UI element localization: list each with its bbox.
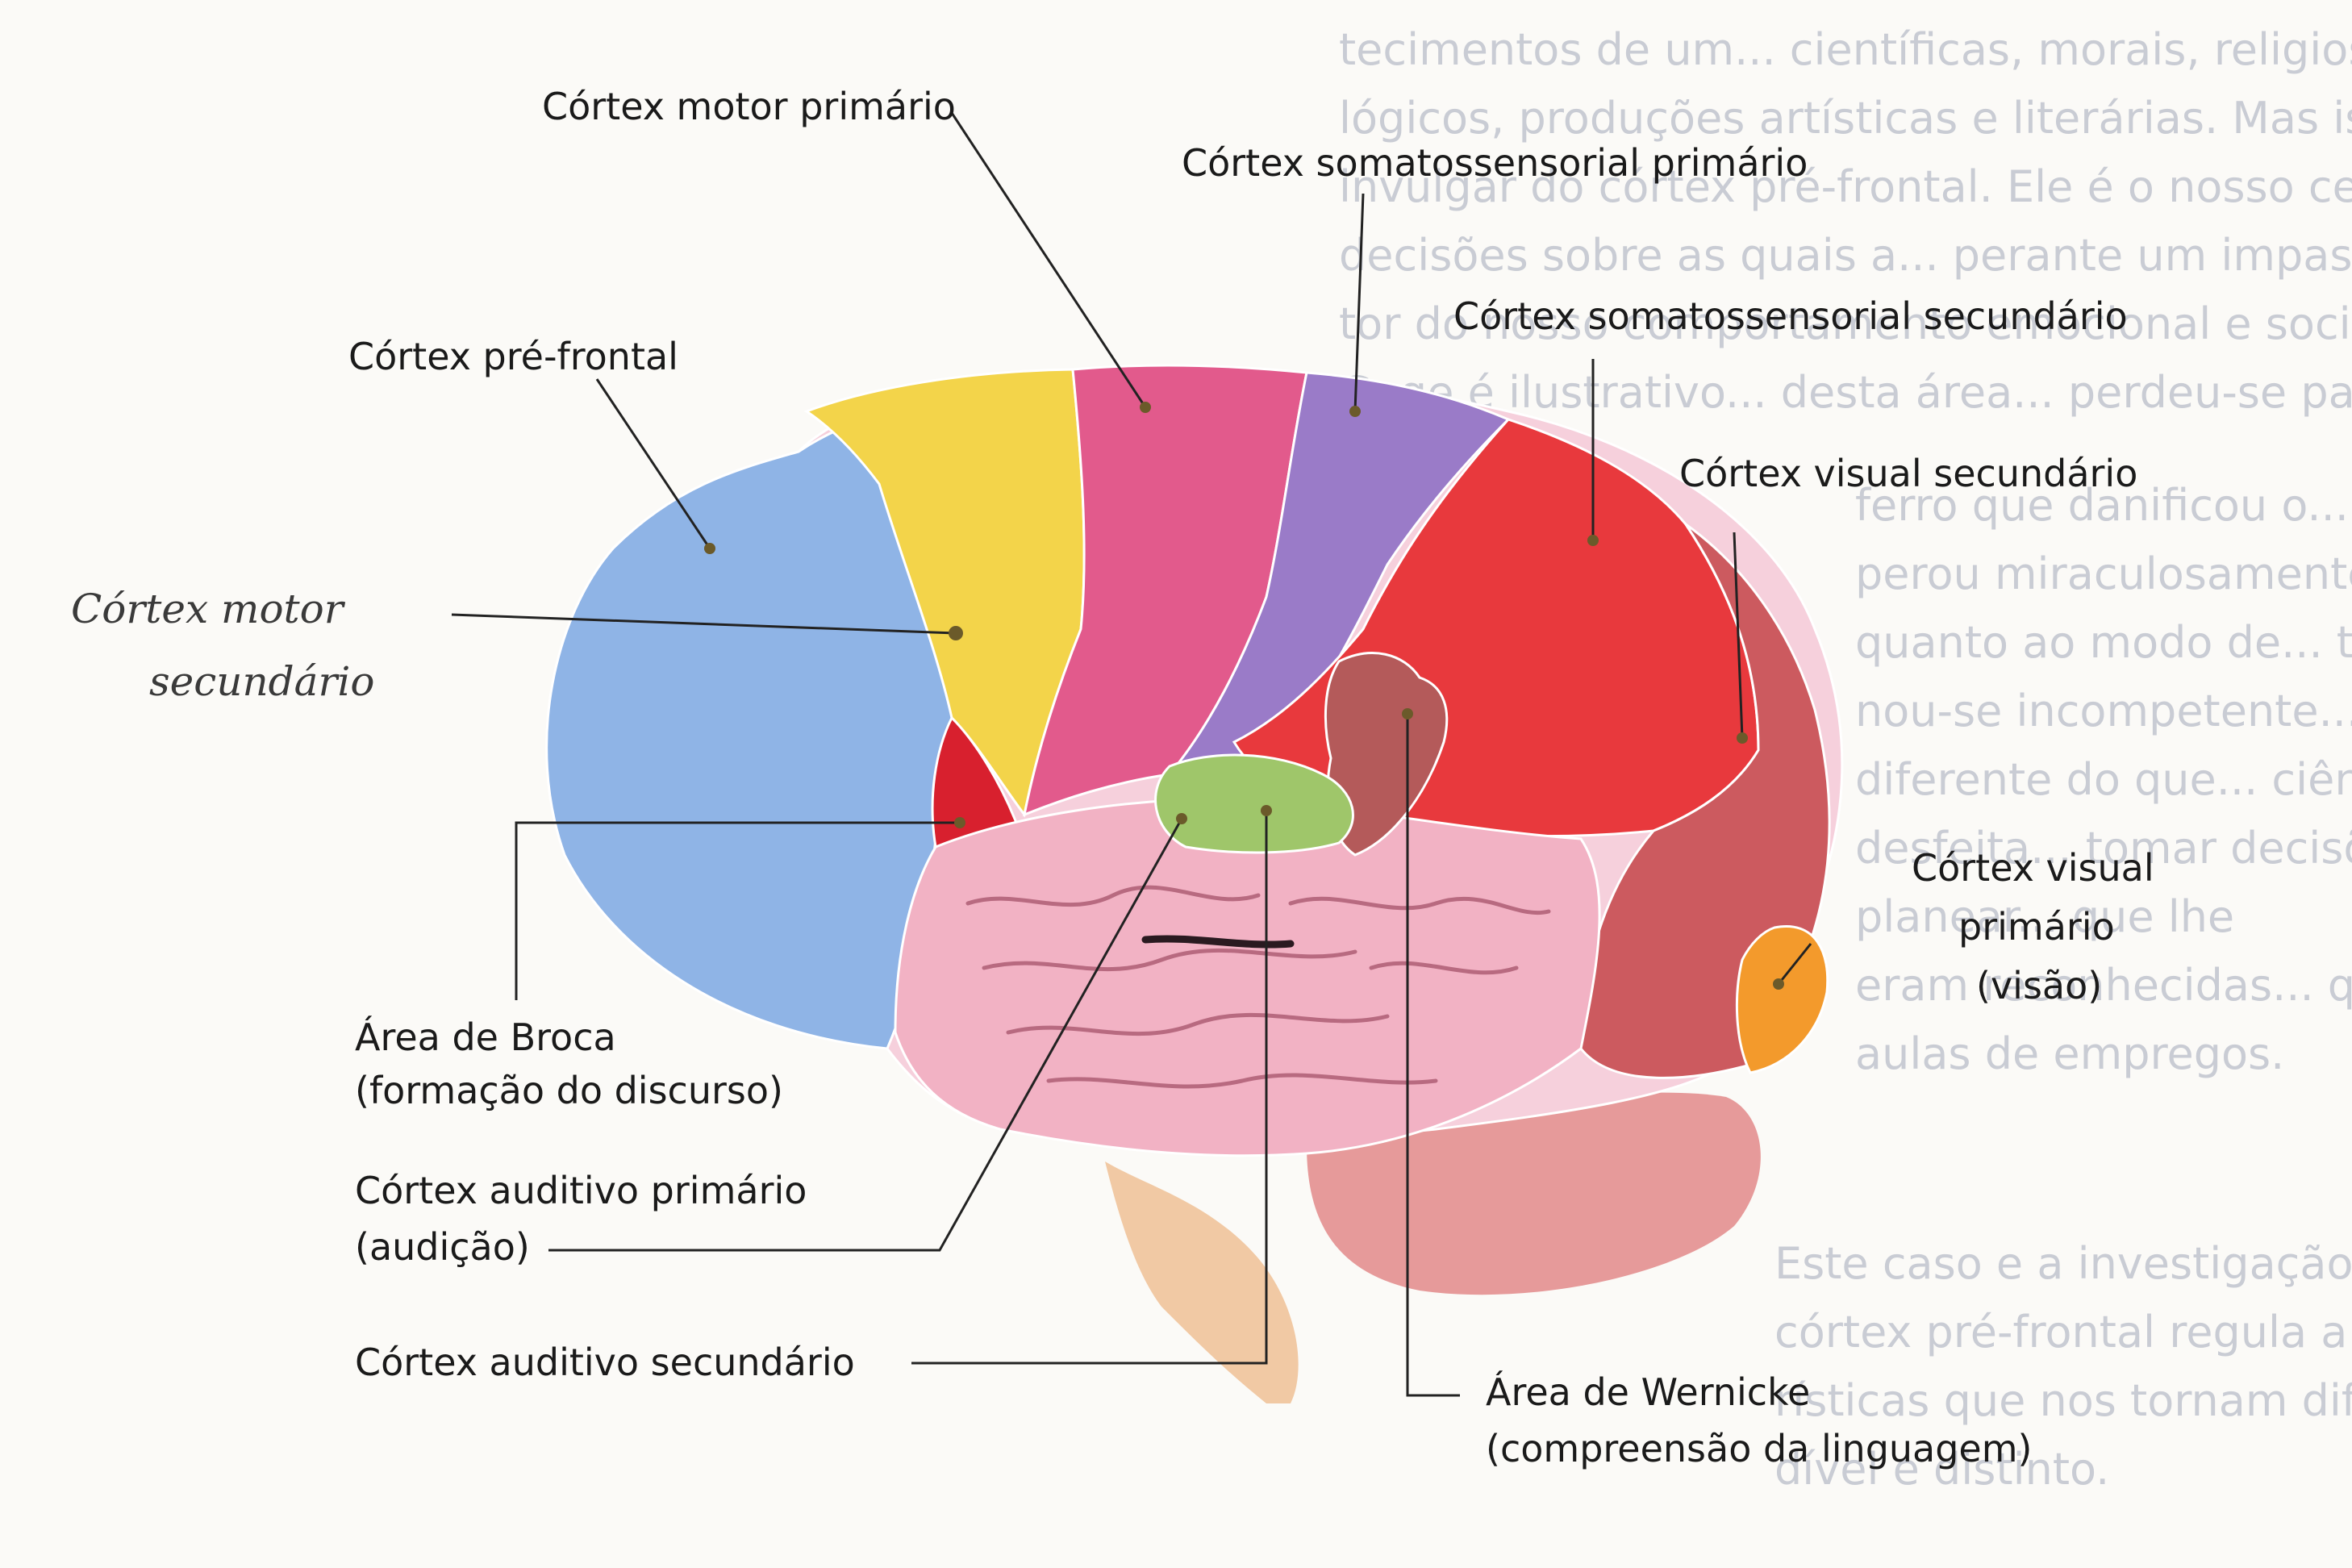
bg-line: planear... que lhe bbox=[1855, 891, 2234, 942]
label-broca: (formação do discurso) bbox=[355, 1069, 783, 1112]
label-visual-primary: primário bbox=[1958, 905, 2115, 949]
bg-line: desfeita... tomar decisões, bbox=[1855, 823, 2352, 874]
dot-motor-primary bbox=[1140, 402, 1151, 413]
leader-broca bbox=[515, 821, 960, 1000]
bg-line: dível e distinto. bbox=[1774, 1444, 2109, 1495]
bg-line: aulas de empregos. bbox=[1855, 1028, 2284, 1079]
bg-line: tor do nosso comportamento emocional e s… bbox=[1339, 298, 2352, 349]
brain bbox=[545, 364, 1844, 1403]
bg-line: quanto ao modo de... te bbox=[1855, 617, 2352, 668]
label-broca: Área de Broca bbox=[355, 1015, 616, 1059]
label-motor-primary: Córtex motor primário bbox=[542, 85, 956, 128]
dot-broca bbox=[954, 817, 965, 828]
fold bbox=[1369, 961, 1519, 975]
leader-prefrontal bbox=[595, 378, 711, 549]
fold bbox=[965, 885, 1261, 907]
fold bbox=[982, 948, 1357, 972]
leader-motor-primary bbox=[950, 112, 1147, 408]
bg-line: rísticas que nos tornam diferentes de ca… bbox=[1774, 1375, 2352, 1426]
leader-somato-primary bbox=[1353, 193, 1365, 412]
label-auditory-primary: Córtex auditivo primário bbox=[355, 1169, 807, 1212]
bg-line: nou-se incompetente... talmente bbox=[1855, 686, 2352, 736]
dot-somato-secondary bbox=[1587, 535, 1599, 546]
bg-line: decisões sobre as quais a... perante um … bbox=[1339, 230, 2352, 281]
label-auditory-secondary: Córtex auditivo secundário bbox=[355, 1341, 855, 1384]
label-auditory-primary: (audição) bbox=[355, 1225, 530, 1269]
dot-visual-primary bbox=[1773, 978, 1784, 990]
label-visual-secondary: Córtex visual secundário bbox=[1679, 452, 2137, 495]
leader-auditory-primary bbox=[548, 818, 1183, 1252]
region-wernicke bbox=[1324, 652, 1449, 857]
dot-visual-secondary bbox=[1737, 732, 1748, 744]
sulcus bbox=[1141, 935, 1295, 949]
leader-lines bbox=[451, 112, 1812, 1397]
bg-line: invulgar do córtex pré-frontal. Ele é o … bbox=[1339, 161, 2352, 212]
bg-line: eram reconhecidas... que bbox=[1855, 960, 2352, 1011]
bg-line: perou miraculosamente... mas bbox=[1855, 548, 2352, 599]
fold bbox=[1006, 1012, 1390, 1036]
leader-visual-secondary bbox=[1733, 532, 1744, 739]
dot-auditory-secondary bbox=[1261, 805, 1272, 816]
bg-line: ferro que danificou o... frontal. Gage r… bbox=[1855, 480, 2352, 531]
cerebellum bbox=[1307, 1092, 1761, 1295]
label-somato-secondary: Córtex somatossensorial secundário bbox=[1453, 294, 2128, 338]
bg-line: Gage é ilustrativo... desta área... perd… bbox=[1339, 367, 2352, 418]
label-visual-primary: (visão) bbox=[1976, 964, 2102, 1007]
leader-wernicke bbox=[1406, 714, 1460, 1397]
brainstem bbox=[1105, 1161, 1299, 1403]
bg-line: diferente do que... ciência foi bbox=[1855, 754, 2352, 805]
bg-line: córtex pré-frontal regula a nossa person… bbox=[1774, 1307, 2352, 1357]
dot-wernicke bbox=[1402, 708, 1413, 719]
label-wernicke: (compreensão da linguagem) bbox=[1486, 1427, 2033, 1470]
label-visual-primary: Córtex visual bbox=[1912, 846, 2154, 890]
label-wernicke: Área de Wernicke bbox=[1486, 1370, 1810, 1414]
label-prefrontal: Córtex pré-frontal bbox=[348, 335, 678, 378]
bg-line: tecimentos de um... científicas, morais,… bbox=[1339, 24, 2352, 75]
bg-line: Este caso e a investigação que se seguiu… bbox=[1774, 1238, 2352, 1289]
leader-auditory-secondary bbox=[911, 811, 1268, 1365]
background-text: tecimentos de um... científicas, morais,… bbox=[1339, 24, 2352, 1495]
label-motor-secondary-handwritten: secundário bbox=[149, 658, 374, 705]
label-somato-primary: Córtex somatossensorial primário bbox=[1182, 141, 1808, 185]
leader-motor-secondary bbox=[451, 613, 957, 635]
dot-motor-secondary bbox=[949, 626, 963, 640]
bg-line: lógicos, produções artísticas e literári… bbox=[1339, 93, 2352, 144]
region-auditory-primary bbox=[1154, 753, 1354, 854]
temporal-folds bbox=[965, 885, 1551, 1089]
labels: Córtex motor primário Córtex somatossens… bbox=[71, 85, 2154, 1470]
dot-auditory-primary bbox=[1176, 813, 1187, 824]
dot-prefrontal bbox=[704, 543, 715, 554]
dot-somato-primary bbox=[1349, 406, 1361, 417]
region-visual-primary bbox=[1735, 925, 1829, 1074]
fold bbox=[1046, 1073, 1438, 1089]
label-motor-secondary-handwritten: Córtex motor bbox=[71, 586, 346, 632]
leader-visual-primary bbox=[1777, 943, 1812, 985]
fold bbox=[1288, 896, 1551, 915]
